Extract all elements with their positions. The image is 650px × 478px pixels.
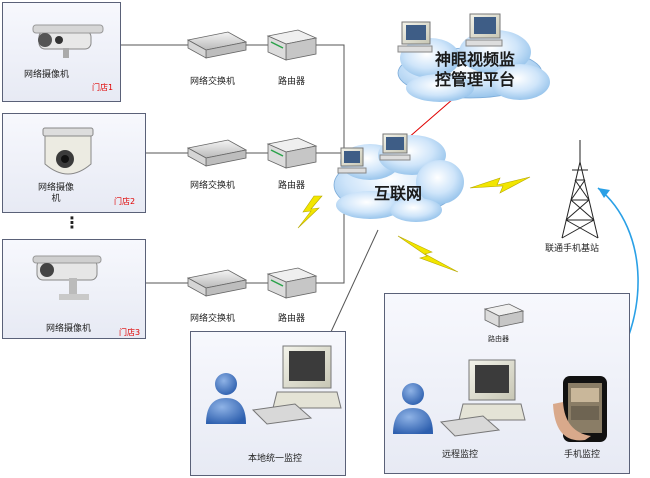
bullet-camera-icon <box>32 255 102 300</box>
remote-monitor-scene <box>393 303 607 442</box>
internet-label: 互联网 <box>373 184 422 203</box>
store-tag-3: 门店3 <box>119 328 141 337</box>
router-icon <box>266 29 318 61</box>
lightning-icon <box>397 235 459 273</box>
platform-title: 神眼视频监 控管理平台 <box>420 50 530 90</box>
network-switch-icon <box>186 139 248 167</box>
store-panel-1 <box>2 2 121 102</box>
computer-icon <box>379 133 411 161</box>
local-monitor-label: 本地统一监控 <box>248 454 303 464</box>
ellipsis: ⋮ <box>64 213 80 232</box>
computer-icon <box>337 147 367 174</box>
computer-icon <box>465 13 503 47</box>
camera-label-1: 网络摄像机 <box>24 70 70 80</box>
base-station-label: 联通手机基站 <box>545 244 600 254</box>
switch-label-2: 网络交换机 <box>190 181 236 191</box>
desktop-computer-icon <box>251 345 342 425</box>
switch-label-3: 网络交换机 <box>190 314 236 324</box>
store-tag-1: 门店1 <box>92 83 114 92</box>
remote-router-label: 路由器 <box>488 335 509 343</box>
mobile-phone-icon <box>553 376 607 442</box>
router-icon <box>266 137 318 169</box>
store-tag-2: 门店2 <box>114 197 136 206</box>
store-panel-3 <box>2 239 146 339</box>
person-icon <box>206 373 246 424</box>
mobile-monitor-label: 手机监控 <box>564 450 601 460</box>
camera-label-3: 网络摄像机 <box>46 324 92 334</box>
router-label-1: 路由器 <box>278 77 306 87</box>
store-panel-2 <box>2 113 146 213</box>
person-icon <box>393 383 433 434</box>
network-switch-icon <box>186 269 248 297</box>
local-monitor-panel <box>190 331 346 476</box>
dome-camera-icon <box>42 127 94 175</box>
platform-title-line2: 控管理平台 <box>434 70 515 89</box>
cell-tower-icon <box>561 140 599 239</box>
computer-icon <box>397 21 433 53</box>
internet-cloud <box>333 135 464 222</box>
remote-monitor-label: 远程监控 <box>442 450 479 460</box>
router-icon <box>483 303 525 328</box>
lightning-icon <box>469 176 531 194</box>
platform-title-line1: 神眼视频监 <box>434 50 515 69</box>
local-monitor-scene <box>206 345 342 425</box>
remote-monitor-panel <box>384 293 630 474</box>
bullet-camera-icon <box>32 24 104 58</box>
camera-label-2: 网络摄像 机 <box>38 183 75 204</box>
desktop-computer-icon <box>439 359 526 437</box>
switch-label-1: 网络交换机 <box>190 77 236 87</box>
lightning-icon <box>297 195 323 229</box>
router-icon <box>266 267 318 299</box>
router-label-2: 路由器 <box>278 181 306 191</box>
platform-cloud <box>397 30 550 102</box>
network-switch-icon <box>186 31 248 59</box>
router-label-3: 路由器 <box>278 314 306 324</box>
